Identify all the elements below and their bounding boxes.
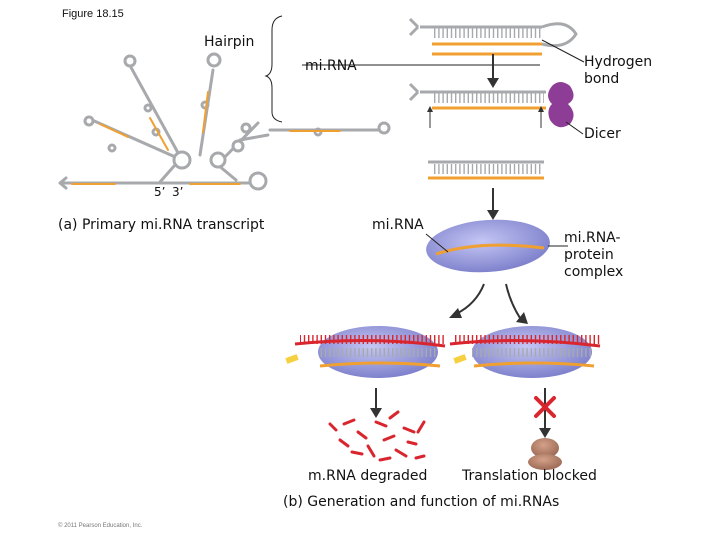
translation-blocked-label: Translation blocked <box>462 468 597 484</box>
figure-label: Figure 18.15 <box>62 8 124 20</box>
branch-arrows <box>455 283 521 319</box>
mrna-fragments <box>328 410 426 462</box>
mrna-degraded-label: m.RNA degraded <box>308 468 428 484</box>
process-arrow <box>487 54 499 88</box>
complex-label: mi.RNA- protein complex <box>564 230 624 280</box>
hairpin-bracket <box>264 15 283 123</box>
hydrogen-bond-label: Hydrogen bond <box>584 54 653 87</box>
primary-mirna-transcript <box>58 52 391 191</box>
mrna-complex-right <box>449 326 601 378</box>
hairpin-label: Hairpin <box>204 34 255 50</box>
branch-arrowhead-left <box>449 308 462 318</box>
dicer-label: Dicer <box>584 126 621 142</box>
three-prime-label: 3’ <box>172 185 184 199</box>
process-arrow <box>487 188 499 220</box>
mirna-top-label: mi.RNA <box>305 58 357 74</box>
ribosome <box>528 438 562 470</box>
mirna-duplex <box>428 160 544 180</box>
part-b-caption: (b) Generation and function of mi.RNAs <box>283 494 560 510</box>
part-a-caption: (a) Primary mi.RNA transcript <box>58 217 265 233</box>
mirna-protein-complex <box>426 219 550 273</box>
five-prime-label: 5’ <box>154 185 166 199</box>
dicer-enzyme <box>548 82 574 128</box>
block-x-icon <box>534 396 556 418</box>
mirna-mid-pointer-line <box>425 233 449 253</box>
branch-arrowhead-right <box>516 312 528 324</box>
mirna-mid-label: mi.RNA <box>372 217 424 233</box>
mrna-complex-left <box>285 326 446 378</box>
dicer-pointer-line <box>565 121 584 135</box>
copyright-text: © 2011 Pearson Education, Inc. <box>58 523 143 529</box>
hairpin-duplex <box>408 17 585 63</box>
dicer-duplex <box>408 82 546 128</box>
degrade-arrow <box>370 388 382 418</box>
